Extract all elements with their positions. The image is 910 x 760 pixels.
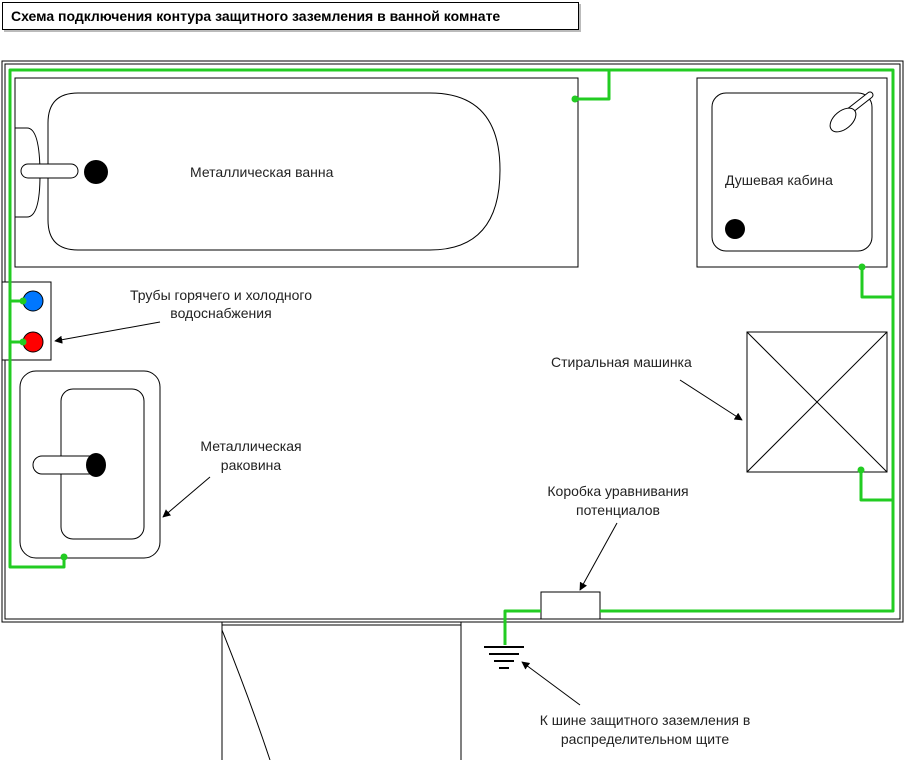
- pipes-label-line1: Трубы горячего и холодного: [130, 287, 312, 303]
- shower-drain-icon: [725, 219, 745, 239]
- shower-label: Душевая кабина: [725, 172, 833, 188]
- sink-label-line1: Металлическая: [200, 438, 301, 454]
- door: [221, 622, 462, 760]
- equalisation-box: [540, 591, 601, 620]
- ground-symbol-icon: [484, 646, 524, 669]
- sink-label-line2: раковина: [221, 457, 282, 473]
- ground-label-line2: распределительном щите: [561, 731, 730, 747]
- ground-wire: [8, 68, 895, 645]
- shower-cabin: [696, 77, 888, 268]
- washing-machine: [746, 331, 888, 473]
- box-label-line2: потенциалов: [576, 502, 660, 518]
- washer-label: Стиральная машинка: [551, 354, 692, 370]
- pipes-label-line2: водоснабжения: [170, 305, 271, 321]
- shower-head-icon: [829, 91, 874, 133]
- bath-label: Металлическая ванна: [190, 164, 334, 180]
- bath-drain-icon: [84, 160, 108, 184]
- bath-drain-slot: [20, 163, 79, 179]
- bathtub: [14, 77, 579, 268]
- metal-sink: [19, 370, 161, 559]
- sink-drain-icon: [86, 453, 106, 477]
- ground-wire-nodes: [19, 95, 866, 561]
- ground-label-line1: К шине защитного заземления в: [540, 712, 751, 728]
- box-label-line1: Коробка уравнивания: [547, 483, 688, 499]
- diagram-title: Схема подключения контура защитного зазе…: [2, 2, 579, 30]
